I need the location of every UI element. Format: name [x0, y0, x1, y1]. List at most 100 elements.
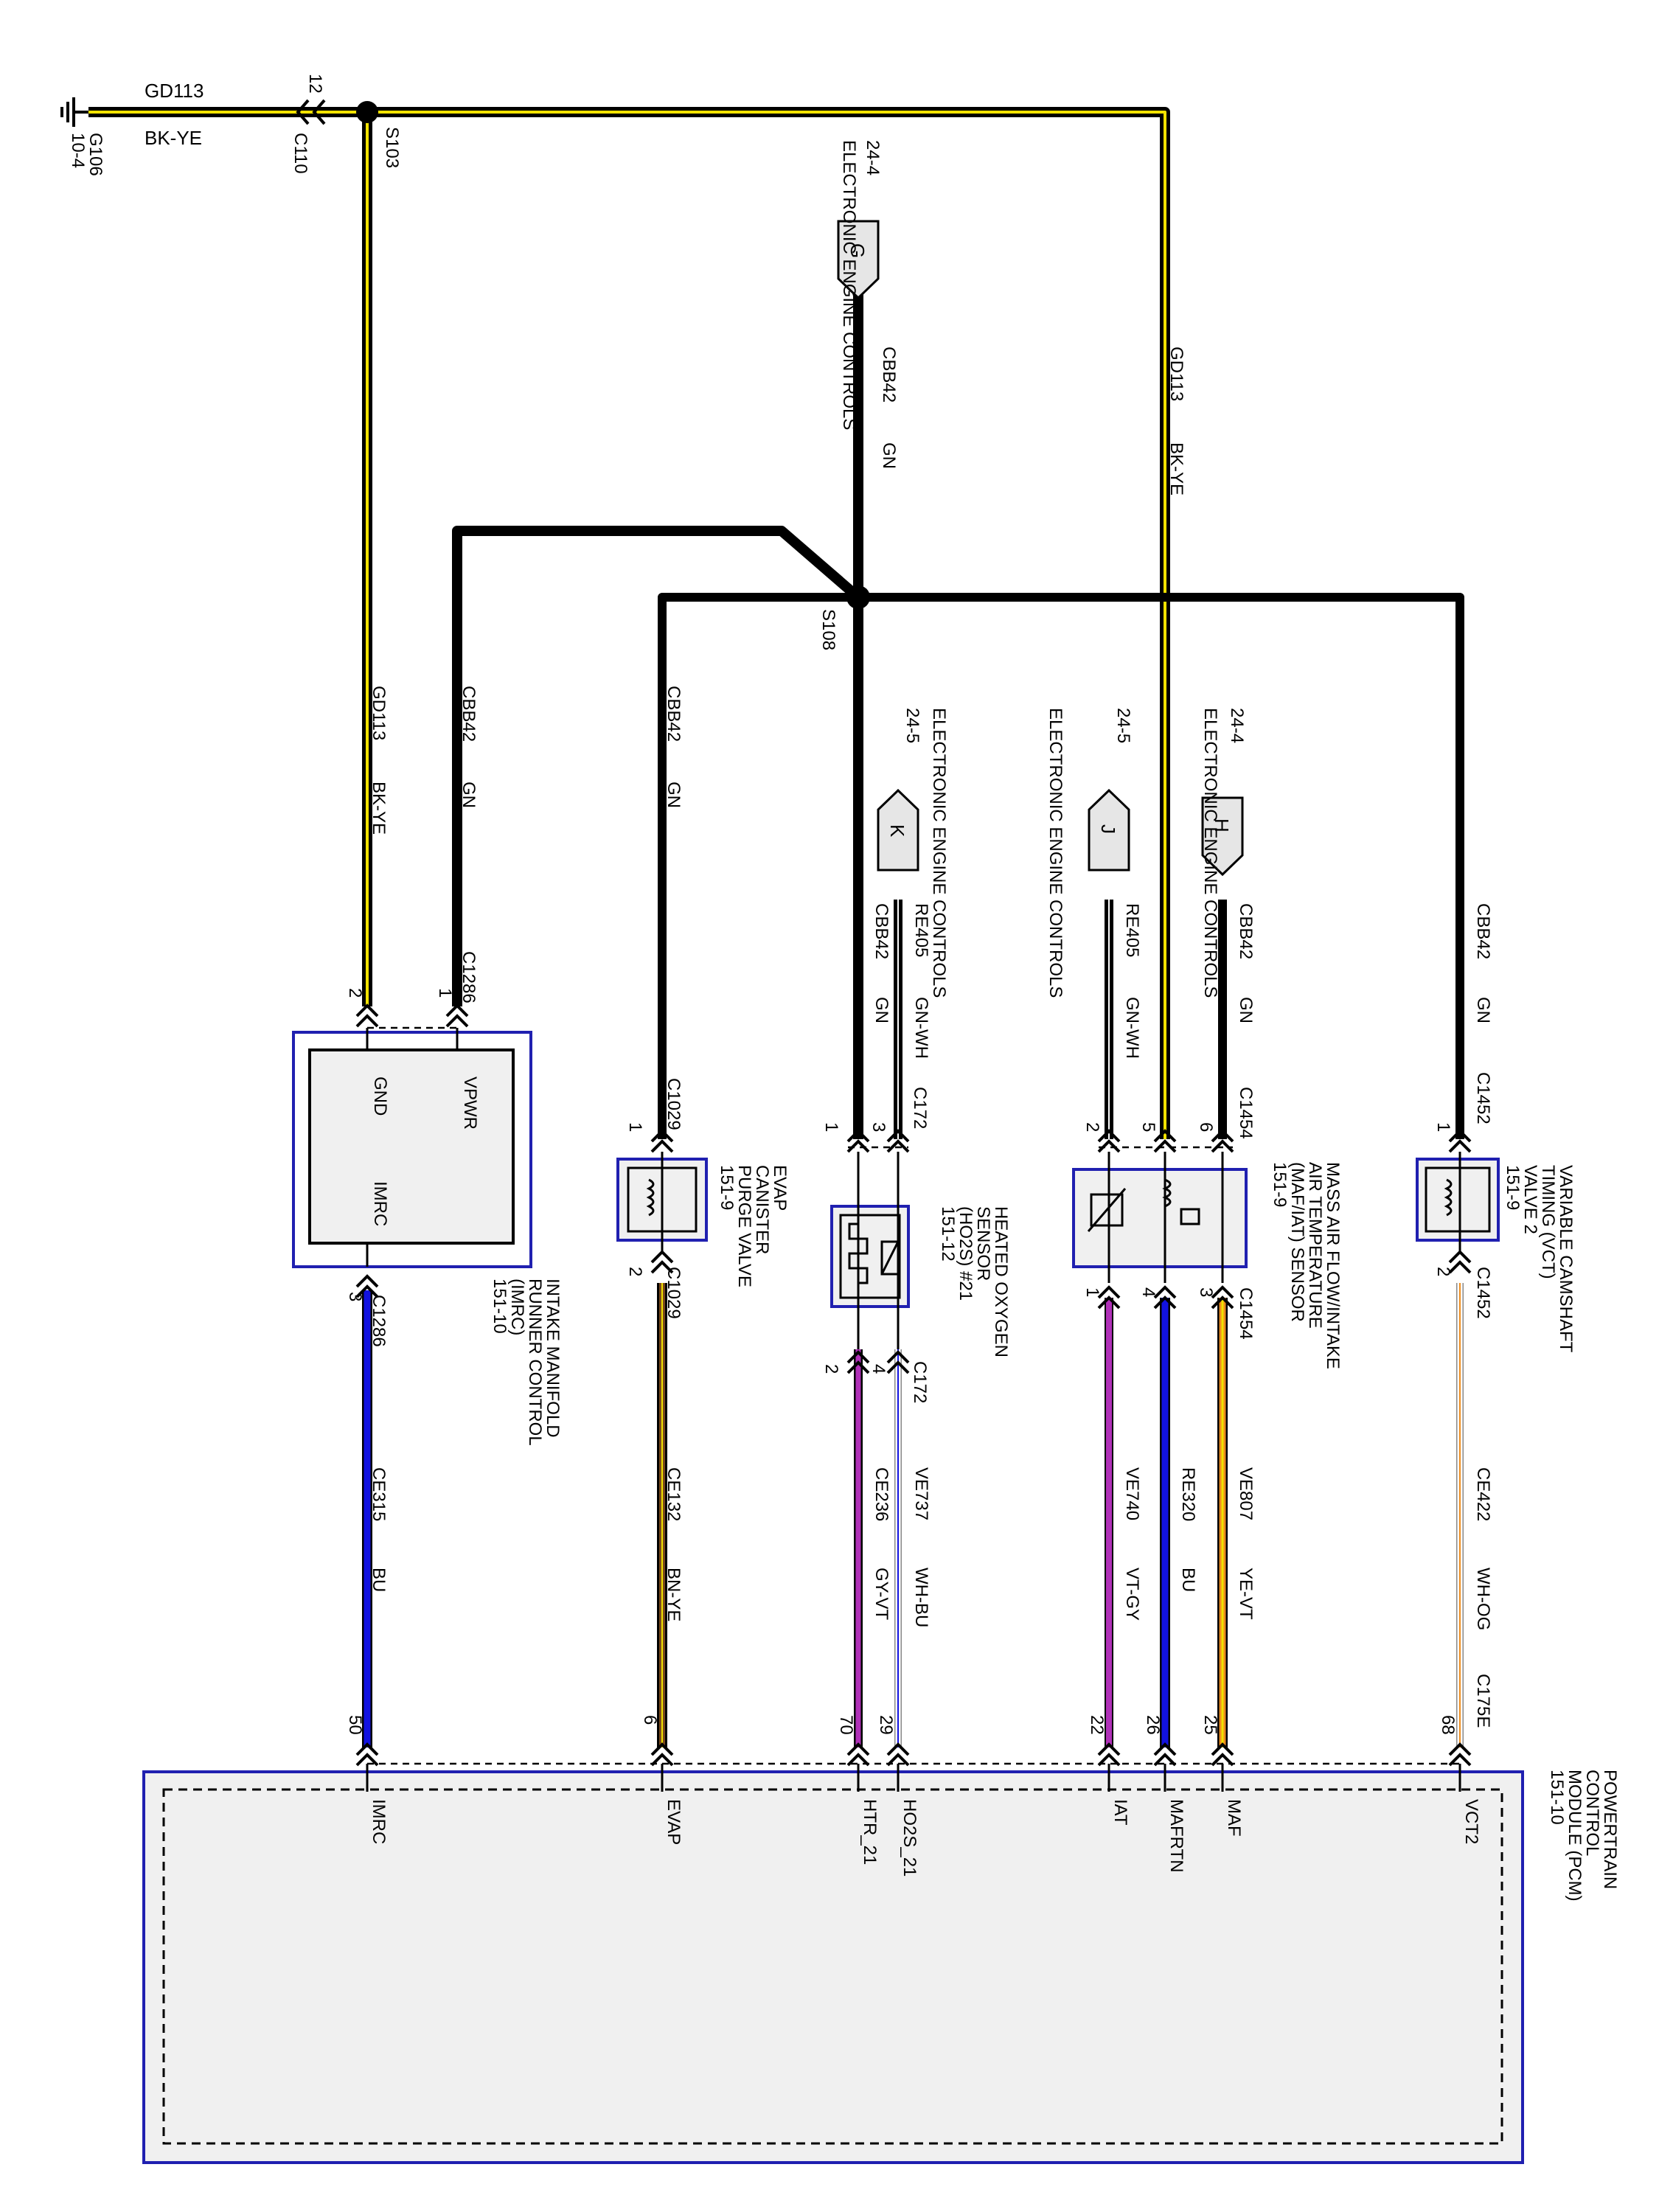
ref-flag-j	[1088, 788, 1130, 872]
vct-coil-icon	[1444, 1178, 1453, 1217]
component-evap	[616, 1152, 708, 1253]
imrc-pin-gnd: GND	[370, 1077, 390, 1116]
wire-color-bkye-right: BK-YE	[1166, 442, 1186, 495]
ho2s-name-3: (HO2S) #21	[956, 1206, 975, 1301]
ref-g-page: 24-4	[863, 140, 883, 175]
maf-name-4: 151-9	[1270, 1162, 1290, 1207]
wire-label-cbb42-imrc: CBB42	[459, 686, 479, 742]
wire-label-ce132: CE132	[664, 1467, 684, 1521]
wire-label-ce236: CE236	[872, 1467, 891, 1521]
ref-h-page: 24-4	[1227, 708, 1247, 743]
pin-ho2s-3: 3	[869, 1122, 888, 1132]
wire-color-gn-maf: GN	[1236, 997, 1256, 1023]
pin-imrc-2: 2	[345, 988, 365, 998]
wire-label-re320: RE320	[1178, 1467, 1198, 1521]
pcm-pin-29: 29	[876, 1715, 896, 1735]
component-maf-iat	[1072, 1152, 1248, 1283]
ref-k-page: 24-5	[902, 708, 922, 743]
pin-vct-1: 1	[1433, 1122, 1453, 1132]
splice-s108-label: S108	[818, 609, 838, 650]
pin-maf-6: 6	[1196, 1122, 1216, 1132]
maf-name-3: (MAF/IAT) SENSOR	[1287, 1162, 1307, 1322]
pcm-name-2: CONTROL	[1582, 1770, 1602, 1856]
ref-flag-h	[1201, 796, 1244, 877]
ref-j-title: ELECTRONIC ENGINE CONTROLS	[1046, 708, 1065, 998]
ref-k-title: ELECTRONIC ENGINE CONTROLS	[929, 708, 949, 998]
wire-label-ce315: CE315	[369, 1467, 389, 1521]
pcm-pin-68: 68	[1438, 1715, 1458, 1735]
maf-name-2: AIR TEMPERATURE	[1305, 1162, 1325, 1329]
wire-label-ve807: VE807	[1236, 1467, 1256, 1520]
pin-ho2s-2: 2	[821, 1364, 841, 1374]
maf-coil-icon	[1162, 1178, 1172, 1208]
pcm-signal-ho2s: HO2S_21	[900, 1799, 919, 1877]
imrc-name-2: RUNNER CONTROL	[525, 1279, 545, 1446]
wire-color-gn-ho2s: GN	[872, 997, 891, 1023]
wire-label-ve737: VE737	[911, 1467, 931, 1520]
solenoid-coil-icon	[646, 1178, 655, 1217]
pin-imrc-3: 3	[345, 1292, 365, 1301]
pin-ho2s-1: 1	[821, 1122, 841, 1132]
wire-color-gn-g: GN	[879, 442, 899, 469]
vct-name-1: VARIABLE CAMSHAFT	[1556, 1165, 1576, 1353]
wire-label-cbb42-maf: CBB42	[1236, 903, 1256, 959]
wire-label-gd113-imrc: GD113	[369, 686, 389, 740]
wire-label-re405-maf: RE405	[1122, 903, 1142, 957]
pcm-signal-htr: HTR_21	[860, 1799, 880, 1865]
pin-maf-3: 3	[1196, 1287, 1216, 1297]
wire-color-bu-maf: BU	[1178, 1568, 1198, 1592]
imrc-name-4: 151-10	[490, 1279, 509, 1334]
pcm-signal-iat: IAT	[1110, 1799, 1130, 1826]
pcm-signal-mafrtn: MAFRTN	[1166, 1799, 1186, 1873]
connector-c1454-top: C1454	[1236, 1087, 1256, 1139]
wire-color-gn-vct: GN	[1473, 997, 1493, 1023]
connector-c1029-bottom: C1029	[664, 1267, 684, 1319]
component-vct	[1416, 1152, 1500, 1253]
vct-name-3: VALVE 2	[1520, 1165, 1540, 1234]
ref-g-title: ELECTRONIC ENGINE CONTROLS	[839, 140, 859, 430]
pcm-signal-evap: EVAP	[664, 1799, 684, 1845]
wire-label-cbb42-ho2s: CBB42	[872, 903, 891, 959]
maf-name-1: MASS AIR FLOW/INTAKE	[1323, 1162, 1343, 1369]
vct-name-2: TIMING (VCT)	[1538, 1165, 1558, 1279]
wire-color-gn-evap: GN	[664, 782, 684, 808]
connector-c1452-bottom: C1452	[1473, 1267, 1493, 1319]
connector-chevrons	[355, 1004, 1472, 1767]
pin-vct-2: 2	[1433, 1267, 1453, 1276]
ref-h-title: ELECTRONIC ENGINE CONTROLS	[1200, 708, 1220, 998]
wire-label-ce422: CE422	[1473, 1467, 1493, 1521]
connector-c1454-bottom: C1454	[1236, 1287, 1256, 1340]
pcm-signal-imrc: IMRC	[369, 1799, 389, 1844]
pcm-signal-vct2: VCT2	[1461, 1799, 1481, 1844]
pcm-name-3: MODULE (PCM)	[1565, 1770, 1585, 1902]
splice-s103-label: S103	[382, 127, 402, 168]
connector-c1452-top: C1452	[1473, 1072, 1493, 1124]
imrc-name-3: (IMRC)	[507, 1279, 527, 1335]
ref-g-letter: G	[846, 243, 869, 258]
pin-evap-2: 2	[625, 1267, 645, 1276]
splice-s103	[356, 101, 378, 123]
wire-color-gyvt: GY-VT	[872, 1568, 891, 1620]
ref-flag-g	[837, 220, 880, 300]
pcm-name-1: POWERTRAIN	[1600, 1770, 1620, 1889]
connector-c110-symbol	[296, 99, 326, 125]
pin-ho2s-4: 4	[869, 1364, 888, 1374]
ground-symbol-g106	[60, 97, 88, 127]
evap-name-4: 151-9	[717, 1165, 737, 1210]
pin-imrc-1: 1	[435, 988, 455, 998]
pin-maf-2: 2	[1082, 1122, 1102, 1132]
pin-maf-5: 5	[1138, 1122, 1158, 1132]
ground-ref: 10-4	[68, 133, 88, 168]
wire-label-gd113-right: GD113	[1166, 347, 1186, 401]
evap-name-3: PURGE VALVE	[734, 1165, 754, 1287]
wire-color-bkye-top: BK-YE	[145, 127, 202, 149]
wire-color-vtgy: VT-GY	[1122, 1568, 1142, 1621]
wire-cbb42-trunk	[452, 291, 1464, 1139]
vct-name-4: 151-9	[1503, 1165, 1523, 1210]
pcm-pin-22: 22	[1087, 1715, 1107, 1735]
pin-maf-4: 4	[1138, 1287, 1158, 1297]
connector-c172-bottom: C172	[910, 1361, 930, 1403]
connector-c1286-top: C1286	[459, 951, 479, 1004]
connector-c1286-bottom: C1286	[369, 1295, 389, 1347]
